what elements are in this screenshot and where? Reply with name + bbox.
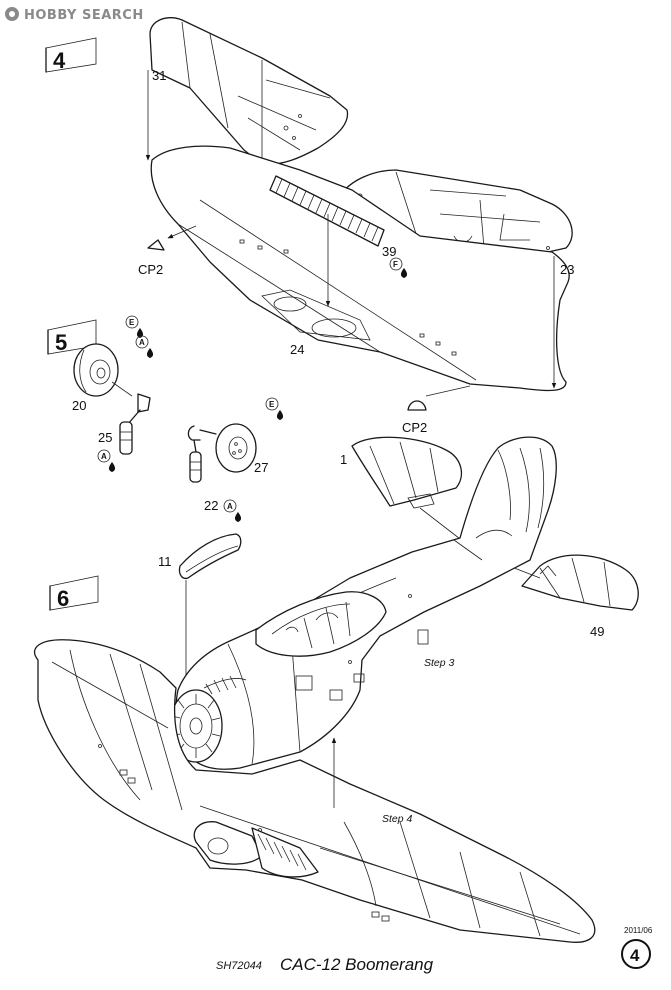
lower-wing-part-24	[150, 145, 570, 392]
paint-marker-f: F	[389, 257, 408, 278]
label-part-49: 49	[590, 624, 604, 639]
page-number: 4	[630, 946, 640, 965]
main-wheel-part-20	[73, 343, 119, 397]
paint-marker-e-wheel27: E	[265, 397, 284, 420]
label-part-31: 31	[152, 68, 166, 83]
label-part-39: 39	[382, 244, 396, 259]
model-name: CAC-12 Boomerang	[280, 955, 434, 974]
step-5-number: 5	[55, 330, 67, 355]
label-part-20: 20	[72, 398, 86, 413]
kit-code: SH72044	[216, 960, 262, 972]
paint-drop-icon	[276, 410, 284, 420]
paint-marker-a-wheel20: A	[135, 335, 154, 358]
label-step-4: Step 4	[382, 813, 413, 825]
svg-text:E: E	[129, 318, 135, 327]
bay-insert-part-39	[269, 175, 385, 247]
landing-strut-part-25	[119, 393, 151, 455]
step-6-number: 6	[57, 586, 69, 611]
svg-text:A: A	[139, 338, 145, 347]
paint-drop-icon	[146, 348, 154, 358]
label-part-1: 1	[340, 452, 347, 467]
landing-strut-part-22	[187, 425, 217, 483]
canopy-part-11	[178, 533, 242, 580]
label-cp2-lower: CP2	[402, 420, 427, 435]
main-wing-assembly	[33, 639, 596, 943]
upper-wing-part-31	[149, 17, 349, 165]
cp2-nub-upper	[147, 239, 165, 251]
label-part-22: 22	[204, 498, 218, 513]
label-part-25: 25	[98, 430, 112, 445]
watermark-text: HOBBY SEARCH	[24, 8, 144, 23]
paint-drop-icon	[136, 328, 144, 338]
label-part-23: 23	[560, 262, 574, 277]
svg-text:A: A	[227, 502, 233, 511]
paint-marker-e-wheel20: E	[125, 315, 144, 338]
step-4-flag: 4	[45, 37, 97, 73]
label-part-24: 24	[290, 342, 304, 357]
paint-drop-icon	[108, 462, 116, 472]
engine-cowling	[169, 675, 247, 763]
paint-drop-icon	[400, 268, 408, 278]
svg-text:A: A	[101, 452, 107, 461]
paint-marker-a-strut22: A	[223, 499, 242, 522]
wheel-bay-right	[251, 827, 319, 878]
main-wheel-part-27	[215, 423, 257, 473]
label-part-11: 11	[158, 554, 172, 569]
stabilizer-part-49	[521, 554, 639, 611]
cp2-nub-lower	[407, 400, 427, 411]
watermark-logo: HOBBY SEARCH	[5, 7, 144, 23]
svg-text:E: E	[269, 400, 275, 409]
stabilizer-part-1	[351, 436, 463, 509]
step-6-flag: 6	[49, 575, 99, 611]
label-part-27: 27	[254, 460, 268, 475]
step-4-guide-lines	[145, 70, 557, 397]
cockpit	[255, 591, 387, 657]
paint-marker-a-strut25: A	[97, 449, 116, 472]
page-number-badge	[621, 939, 651, 969]
label-cp2-upper: CP2	[138, 262, 163, 277]
label-step-3: Step 3	[424, 657, 455, 669]
svg-text:F: F	[393, 260, 398, 269]
paint-drop-icon	[234, 512, 242, 522]
step-4-number: 4	[53, 48, 66, 73]
issue-date: 2011/06	[624, 926, 653, 935]
